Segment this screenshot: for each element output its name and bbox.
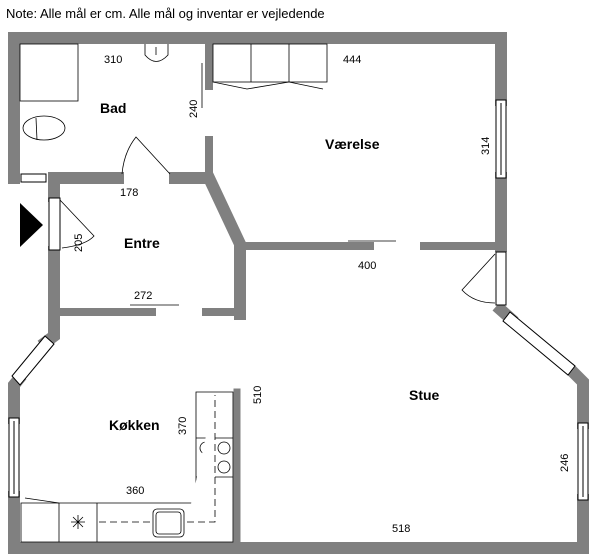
dim-246: 246	[559, 454, 571, 472]
wardrobe	[212, 43, 328, 83]
room-label-stue: Stue	[409, 387, 440, 403]
note: Note: Alle mål er cm. Alle mål og invent…	[6, 6, 325, 21]
dim-272: 272	[134, 290, 152, 302]
door-stue-frame	[495, 251, 507, 306]
dim-444: 444	[343, 54, 361, 66]
windows	[8, 99, 589, 501]
dim-518: 518	[392, 523, 410, 535]
door-stue	[461, 253, 496, 304]
dim-370: 370	[177, 417, 189, 435]
outer-wall-top	[8, 32, 507, 184]
room-label-vaerelse: Værelse	[325, 136, 380, 152]
sink-icon	[144, 44, 169, 62]
dim-314: 314	[480, 137, 492, 155]
door-entrance	[59, 199, 95, 249]
room-label-bad: Bad	[100, 100, 126, 116]
toilet-seat-line	[35, 117, 38, 141]
asterisk-icon	[71, 515, 85, 529]
room-labels: Bad Værelse Entre Køkken Stue	[100, 100, 440, 433]
dim-360: 360	[126, 485, 144, 497]
entrance-arrow-icon	[20, 203, 43, 247]
window-kitchen-diagonal	[11, 335, 55, 386]
outer-wall-bottom	[8, 491, 589, 554]
dim-240: 240	[188, 100, 200, 118]
wardrobe-doors	[212, 81, 324, 90]
sink-basin	[155, 511, 182, 535]
dim-178: 178	[120, 187, 138, 199]
door-bad	[121, 136, 171, 175]
stove-burner-icon	[217, 460, 231, 474]
outer-wall-right-lower	[564, 363, 589, 429]
stove-burner-icon	[217, 441, 231, 455]
dimension-labels: 310 444 240 314 178 205 400 272 370 510 …	[73, 54, 571, 535]
doors	[59, 63, 496, 306]
furniture	[19, 43, 328, 543]
room-label-kokken: Køkken	[109, 417, 160, 433]
dim-310: 310	[104, 54, 122, 66]
walls	[7, 32, 589, 554]
dim-510: 510	[252, 386, 264, 404]
dim-400: 400	[358, 260, 376, 272]
counter-line	[24, 497, 60, 504]
bad-bottom-wall-right	[169, 172, 246, 320]
entrance-door-frame	[48, 197, 61, 251]
dim-205: 205	[73, 234, 85, 252]
entre-left-wall	[37, 246, 60, 351]
room-label-entre: Entre	[124, 235, 160, 251]
outer-wall-left-lower	[7, 371, 27, 424]
toilet-icon	[22, 115, 66, 141]
window-stue-diagonal	[502, 311, 576, 376]
installation-line	[99, 395, 216, 523]
shower	[19, 43, 79, 102]
window-bad	[20, 173, 47, 183]
